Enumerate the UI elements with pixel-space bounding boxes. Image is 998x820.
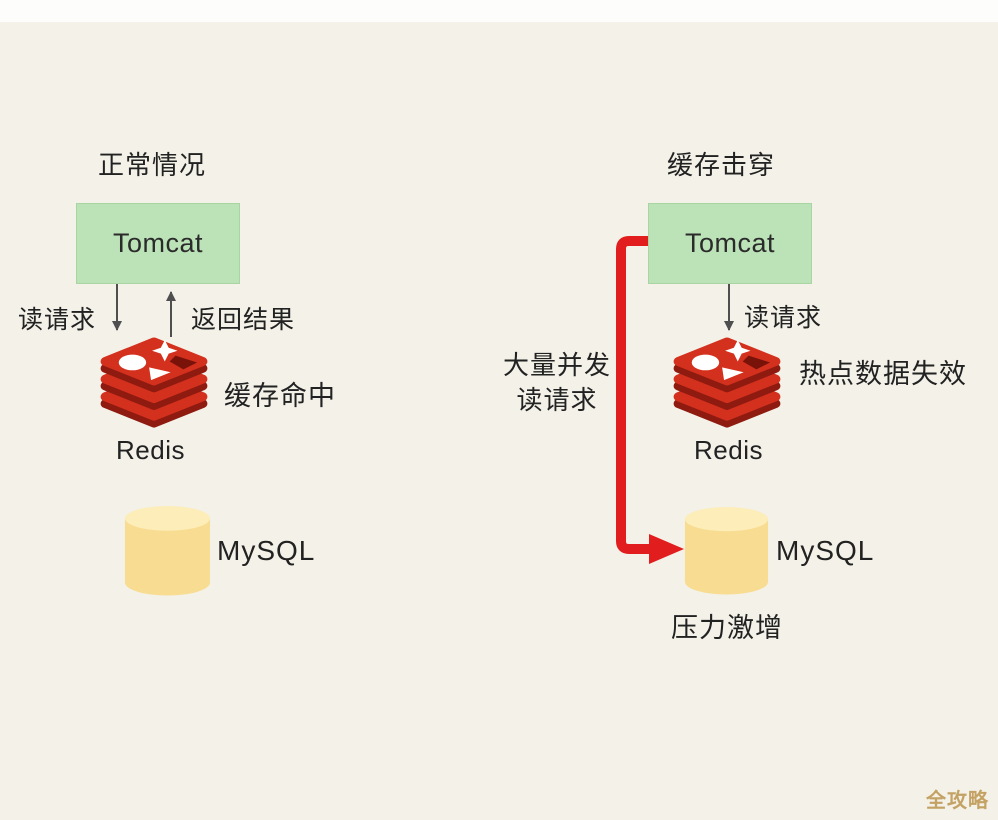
right-mysql-label: MySQL bbox=[776, 535, 875, 566]
left-tomcat-node: Tomcat bbox=[76, 203, 240, 284]
right-redis-label: Redis bbox=[694, 435, 763, 465]
right-redis-icon bbox=[673, 337, 781, 428]
mass-concurrent-line1: 大量并发 bbox=[502, 350, 611, 380]
right-section-title: 缓存击穿 bbox=[667, 150, 776, 180]
right-tomcat-node: Tomcat bbox=[648, 203, 812, 284]
left-mysql-label: MySQL bbox=[217, 535, 316, 566]
left-section-title: 正常情况 bbox=[98, 150, 207, 180]
left-mysql-icon bbox=[124, 506, 211, 596]
left-redis-icon bbox=[100, 337, 208, 428]
right-mass-concurrent-label: 大量并发 读请求 bbox=[492, 348, 622, 418]
right-pressure-surge-label: 压力激增 bbox=[671, 613, 783, 643]
mass-concurrent-line2: 读请求 bbox=[516, 385, 598, 415]
left-cache-hit-label: 缓存命中 bbox=[224, 381, 336, 411]
left-return-result-label: 返回结果 bbox=[191, 306, 296, 334]
bypass-arrowhead bbox=[649, 534, 684, 564]
left-read-request-label: 读请求 bbox=[18, 306, 97, 334]
watermark: 全攻略 bbox=[926, 790, 989, 812]
left-tomcat-label: Tomcat bbox=[112, 228, 204, 258]
right-hot-data-invalid-label: 热点数据失效 bbox=[799, 359, 967, 389]
bypass-to-mysql-arrow bbox=[616, 236, 650, 554]
left-redis-label: Redis bbox=[116, 435, 185, 465]
right-read-request-label: 读请求 bbox=[744, 304, 823, 332]
right-tomcat-label: Tomcat bbox=[684, 228, 776, 258]
right-mysql-icon bbox=[684, 507, 769, 595]
